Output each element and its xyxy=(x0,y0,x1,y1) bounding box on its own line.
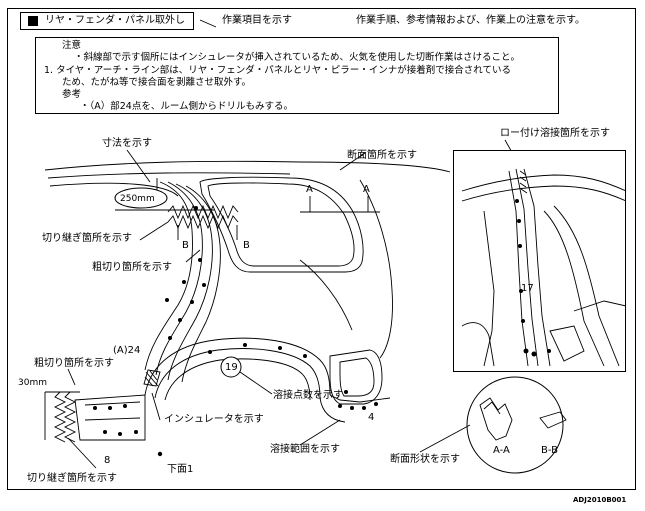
label-weld-19: 19 xyxy=(225,362,238,373)
reference-heading: 参考 xyxy=(62,89,82,100)
section-shape-circle xyxy=(466,376,564,474)
lower-sill xyxy=(74,394,146,441)
label-section-a-right: A xyxy=(363,184,370,195)
note-bullet: ・斜線部で示す個所にはインシュレータが挿入されているため、火気を使用した切断作業… xyxy=(74,52,521,63)
reference-bullet: ・（A）部24点を、ルーム側からドリルもみする。 xyxy=(80,101,294,112)
callout-section-location: 断面箇所を示す xyxy=(347,150,417,161)
tail-lamp-area xyxy=(329,349,383,405)
note-heading: 注意 xyxy=(62,40,82,51)
label-section-b-right: B xyxy=(243,240,250,251)
label-section-bb: B-B xyxy=(541,445,558,456)
label-250mm: 250mm xyxy=(120,194,155,204)
note-item1-line1: 1. タイヤ・アーチ・ライン部は、リヤ・フェンダ・パネルとリヤ・ピラー・インナが… xyxy=(44,65,511,76)
note-item1-line2: ため、たがね等で接合面を剥離させ取外す。 xyxy=(62,77,252,88)
label-inset-17: 17 xyxy=(521,283,534,294)
callout-cut-splice: 切り継ぎ箇所を示す xyxy=(42,233,132,244)
callout-procedure: 作業手順、参考情報および、作業上の注意を示す。 xyxy=(356,15,585,26)
label-a24: (A)24 xyxy=(113,345,141,356)
label-num-8: 8 xyxy=(104,455,111,466)
label-section-aa: A-A xyxy=(493,445,510,456)
label-lower-1: 下面1 xyxy=(167,464,194,475)
callout-section-shape: 断面形状を示す xyxy=(390,454,460,465)
inset-drawing xyxy=(461,168,625,367)
label-section-b-left: B xyxy=(182,240,189,251)
left-zigzag xyxy=(53,391,67,443)
note-box: 注意 ・斜線部で示す個所にはインシュレータが挿入されているため、火気を使用した切… xyxy=(35,37,559,114)
cut-splice-zigzag xyxy=(167,204,239,220)
label-section-a-left: A xyxy=(306,184,313,195)
inset-detail xyxy=(453,150,626,372)
callout-dimension: 寸法を示す xyxy=(102,138,152,149)
title-marker-icon xyxy=(28,16,38,26)
callout-weld-count: 溶接点数を示す xyxy=(273,390,343,401)
callout-insulator: インシュレータを示す xyxy=(164,414,264,425)
title-box: リヤ・フェンダ・パネル取外し xyxy=(20,12,194,30)
label-30mm: 30mm xyxy=(18,378,47,388)
callout-weld-range: 溶接範囲を示す xyxy=(270,444,340,455)
title-label: リヤ・フェンダ・パネル取外し xyxy=(45,15,185,26)
dimension-ellipse xyxy=(114,187,168,209)
callout-rough-cut-left: 粗切り箇所を示す xyxy=(34,358,114,369)
callout-braze-location: ロー付け溶接箇所を示す xyxy=(500,128,610,139)
pillar-outer xyxy=(144,181,193,371)
callout-cut-splice-bottom: 切り継ぎ箇所を示す xyxy=(27,473,117,484)
figure-frame xyxy=(7,8,636,490)
roof-line xyxy=(44,160,451,173)
callout-rough-cut: 粗切り箇所を示す xyxy=(92,262,172,273)
callout-work-item: 作業項目を示す xyxy=(222,15,292,26)
figure-code: ADJ2010B001 xyxy=(573,496,627,504)
wheel-arch xyxy=(144,337,331,396)
label-num-4: 4 xyxy=(368,412,375,423)
quarter-window xyxy=(199,176,364,273)
weld-count-circle xyxy=(220,356,242,378)
